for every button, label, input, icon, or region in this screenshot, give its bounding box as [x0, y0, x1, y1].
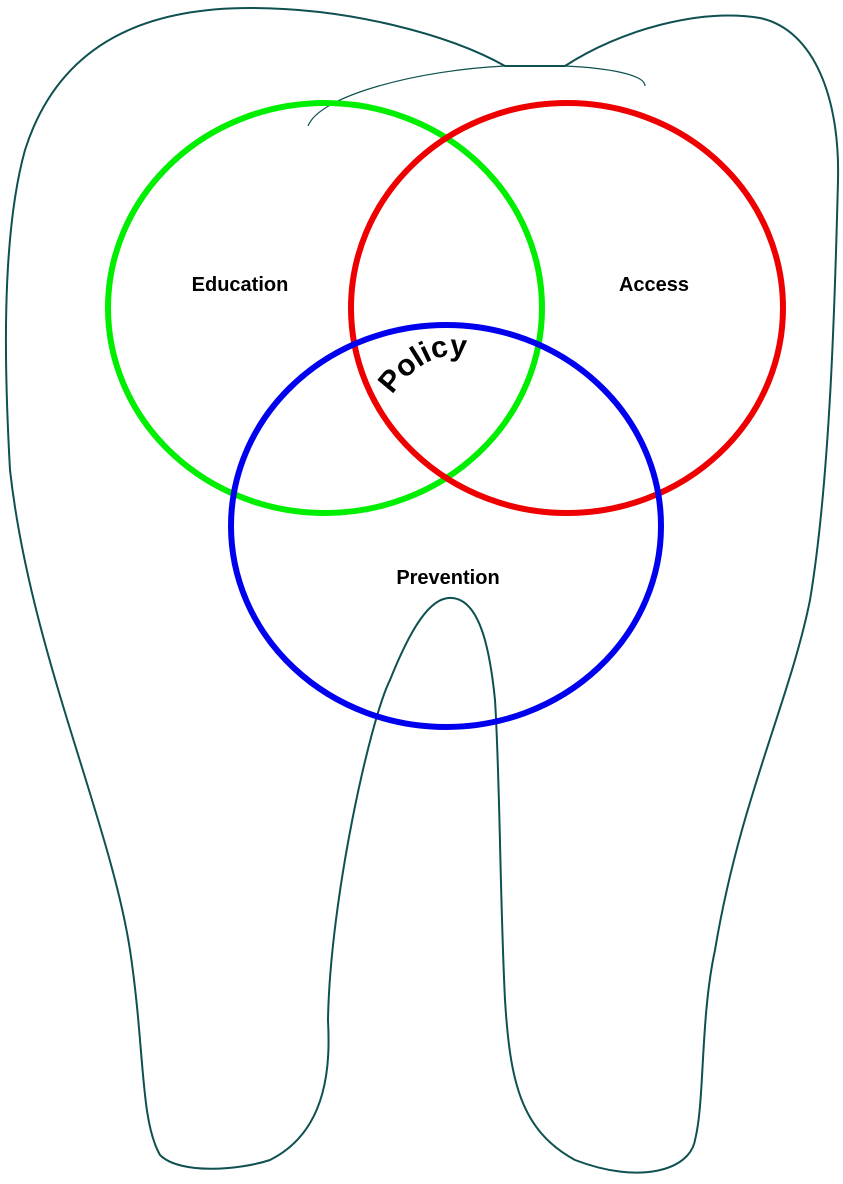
education-label: Education [192, 274, 289, 296]
education-circle [105, 100, 545, 516]
tooth-outline-shape [4, 6, 840, 1174]
tooth-crease-line [307, 65, 646, 127]
prevention-circle [228, 322, 664, 730]
access-circle [348, 100, 786, 516]
access-label: Access [619, 274, 689, 296]
policy-arc-text: Policy [372, 329, 468, 399]
policy-center-label: Policy [372, 329, 468, 399]
prevention-label: Prevention [396, 567, 499, 589]
